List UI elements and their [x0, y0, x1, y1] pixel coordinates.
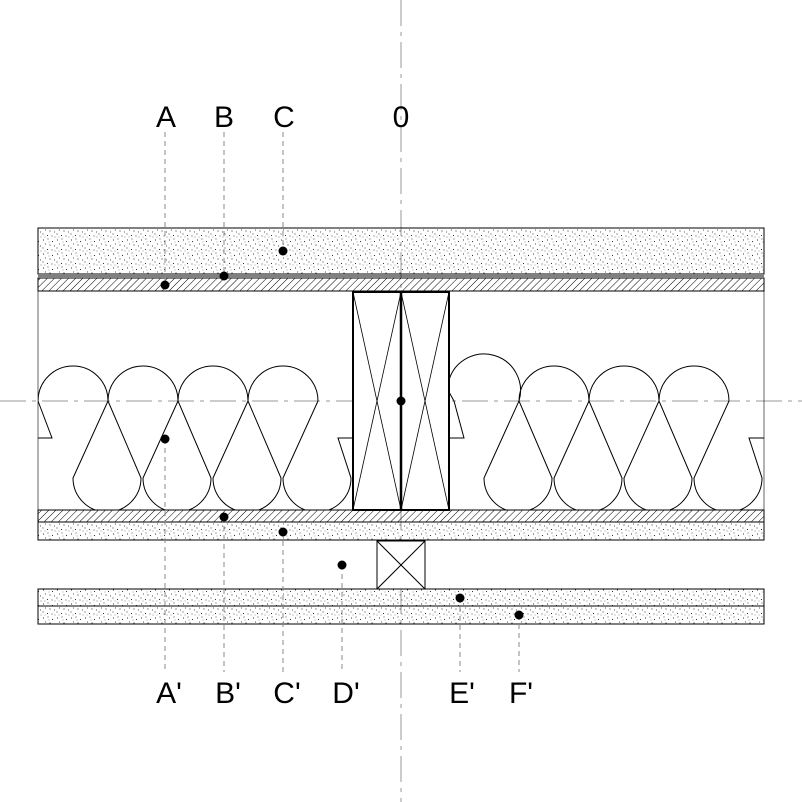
ceiling-layer-e — [37, 588, 765, 607]
label-b-prime: B' — [215, 677, 241, 710]
measurement-points — [160, 246, 524, 620]
ceiling-layer-f — [37, 605, 765, 625]
point-c — [278, 246, 288, 256]
point-f-prime — [514, 610, 524, 620]
label-a-prime: A' — [156, 677, 182, 710]
label-c: C — [273, 101, 295, 134]
insulation-right — [449, 353, 764, 510]
point-e-prime — [455, 593, 465, 603]
top-board-layer — [37, 277, 765, 292]
labels-bottom: A' B' C' D' E' F' — [156, 677, 533, 710]
point-b — [219, 271, 229, 281]
point-a-prime — [160, 434, 170, 444]
top-screed-layer — [37, 227, 765, 275]
label-c-prime: C' — [273, 677, 300, 710]
leader-lines — [164, 132, 520, 672]
lower-screed-layer — [37, 521, 765, 541]
lower-board-layer — [37, 509, 765, 523]
point-0 — [396, 396, 406, 406]
point-b-prime — [219, 512, 229, 522]
insulation-left — [38, 365, 353, 510]
point-d-prime — [337, 560, 347, 570]
point-c-prime — [278, 527, 288, 537]
label-0: 0 — [393, 101, 410, 134]
label-e-prime: E' — [449, 677, 475, 710]
labels-top: A B C 0 — [156, 101, 409, 134]
batten — [376, 540, 426, 590]
label-f-prime: F' — [509, 677, 533, 710]
point-a — [160, 280, 170, 290]
label-a: A — [156, 101, 176, 134]
label-b: B — [214, 101, 234, 134]
label-d-prime: D' — [332, 677, 359, 710]
